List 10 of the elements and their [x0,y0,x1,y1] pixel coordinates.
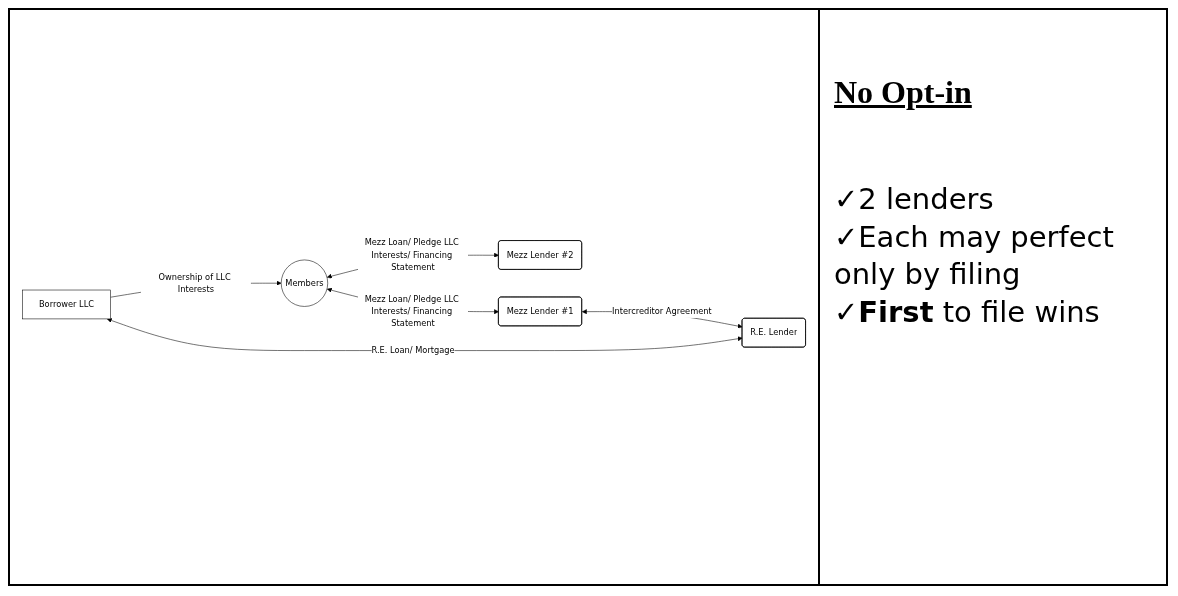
edge-label: Mezz Loan/ Pledge LLC Interests/ Financing Statement [364,237,459,273]
node-circle: Members [280,260,328,308]
bullet-note: ✓First to file wins [834,294,1101,332]
node-box: Borrower LLC [22,290,111,320]
edge-label: Ownership of LLC Interests [158,272,231,295]
bullet-note: ✓2 lenders [834,181,995,218]
edge-label: Mezz Loan/ Pledge LLC Interests/ Financing Statement [364,294,459,330]
edge-label: R.E. Loan/ Mortgage [371,345,455,356]
title: No Opt-in [834,74,972,111]
edge-label: Intercreditor Agreement [611,306,712,317]
